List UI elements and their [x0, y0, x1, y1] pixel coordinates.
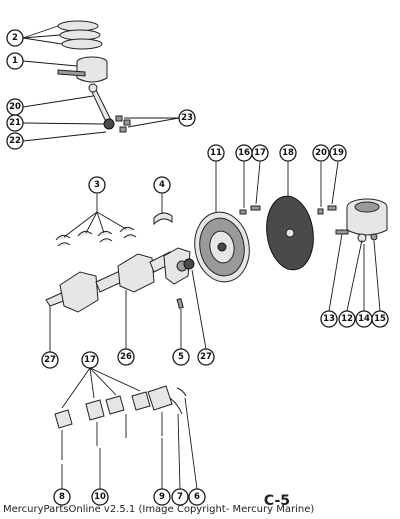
svg-text:17: 17 — [254, 148, 266, 158]
callout-5: 5 — [172, 348, 190, 366]
svg-text:14: 14 — [358, 314, 370, 324]
page-code: C-5 — [263, 493, 290, 509]
rod-hardware — [115, 115, 131, 133]
svg-text:12: 12 — [341, 314, 353, 324]
svg-text:4: 4 — [159, 180, 165, 190]
callout-19: 19 — [329, 144, 347, 162]
svg-text:27: 27 — [44, 355, 56, 365]
leader-lines — [22, 25, 381, 490]
callout-9: 9 — [153, 488, 171, 506]
coupler-bolts — [317, 205, 337, 215]
svg-text:20: 20 — [315, 148, 327, 158]
svg-text:15: 15 — [374, 314, 386, 324]
svg-text:9: 9 — [159, 492, 165, 502]
svg-text:6: 6 — [194, 492, 200, 502]
callout-11: 11 — [207, 144, 225, 162]
svg-text:1: 1 — [12, 56, 18, 66]
svg-text:13: 13 — [323, 314, 335, 324]
svg-text:8: 8 — [59, 492, 65, 502]
callout-22: 21 — [6, 114, 24, 132]
flywheel — [194, 211, 250, 283]
flywheel-bolts — [239, 205, 261, 215]
callout-6: 6 — [188, 488, 206, 506]
callout-3: 3 — [88, 176, 106, 194]
callout-2: 2 — [6, 29, 24, 47]
callout-17-top: 17 — [251, 144, 269, 162]
callout-24: 23 — [178, 109, 196, 127]
callout-14: 14 — [355, 310, 373, 328]
svg-text:7: 7 — [177, 492, 183, 502]
svg-text:23: 23 — [181, 113, 193, 123]
crankshaft — [45, 247, 191, 313]
svg-text:26: 26 — [120, 352, 132, 362]
svg-text:16: 16 — [238, 148, 250, 158]
callout-7: 7 — [171, 488, 189, 506]
main-bearing-caps — [54, 391, 151, 460]
svg-text:19: 19 — [332, 148, 344, 158]
drive-coupler — [335, 198, 388, 243]
crank-key — [176, 298, 184, 309]
pilot-bushing — [183, 258, 195, 270]
callout-1: 1 — [6, 52, 24, 70]
rear-main-cap — [147, 385, 187, 436]
piston-rings — [57, 20, 103, 50]
connecting-rod — [88, 83, 115, 130]
svg-text:3: 3 — [94, 180, 100, 190]
svg-text:22: 22 — [9, 136, 21, 146]
callout-25: 26 — [117, 348, 135, 366]
callout-17-bottom: 17 — [81, 351, 99, 369]
copyright-footer: MercuryPartsOnline v2.5.1 (Image Copyrig… — [3, 504, 315, 515]
svg-text:20: 20 — [9, 102, 21, 112]
callout-16: 16 — [235, 144, 253, 162]
svg-text:21: 21 — [9, 118, 21, 128]
callout-12: 12 — [338, 310, 356, 328]
svg-text:18: 18 — [282, 148, 294, 158]
svg-text:11: 11 — [210, 148, 222, 158]
callout-21: 20 — [6, 98, 24, 116]
main-bearings — [55, 226, 137, 247]
callout-26: 27 — [41, 351, 59, 369]
callout-4: 4 — [153, 176, 171, 194]
callout-15: 15 — [371, 310, 389, 328]
callout-23: 22 — [6, 132, 24, 150]
svg-text:10: 10 — [94, 492, 106, 502]
svg-text:17: 17 — [84, 355, 96, 365]
svg-text:5: 5 — [178, 352, 184, 362]
coupler-disc — [266, 195, 314, 271]
thrust-bearing — [153, 212, 173, 226]
callout-13: 13 — [320, 310, 338, 328]
callout-18: 18 — [279, 144, 297, 162]
piston — [57, 56, 108, 83]
svg-text:2: 2 — [12, 33, 18, 43]
callout-27: 27 — [197, 348, 215, 366]
callout-8: 8 — [53, 488, 71, 506]
callout-20: 20 — [312, 144, 330, 162]
svg-text:27: 27 — [200, 352, 212, 362]
callout-10: 10 — [91, 488, 109, 506]
